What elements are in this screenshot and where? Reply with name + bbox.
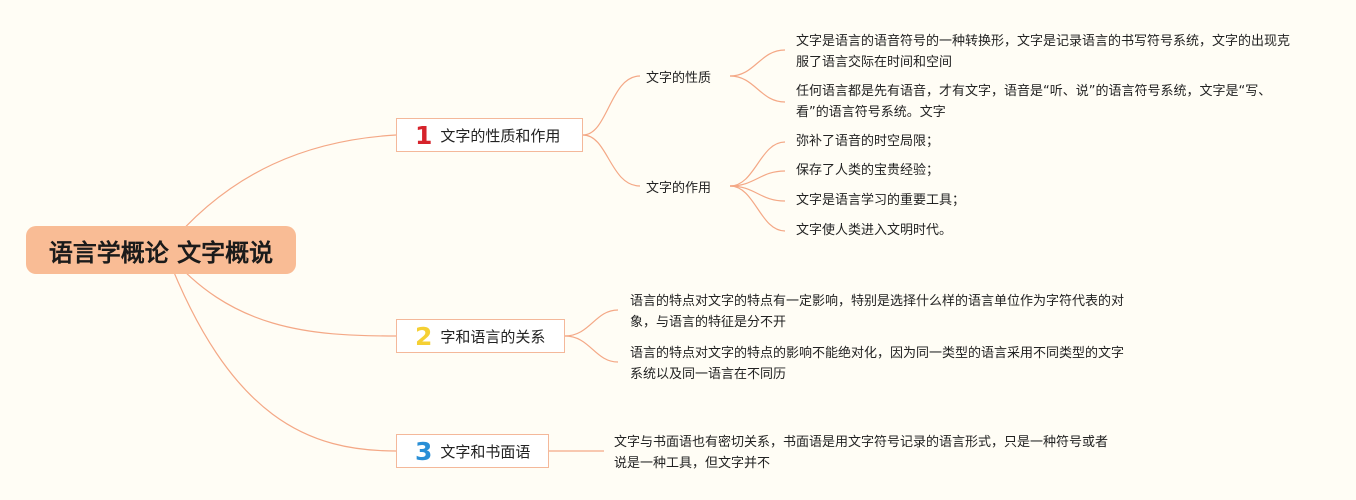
link-root-branch-1 — [164, 134, 397, 251]
subtopic-function-label: 文字的作用 — [646, 181, 712, 196]
leaf-nature-2-text: 任何语言都是先有语音，才有文字，语音是“听、说”的语言符号系统，文字是“写、看”… — [796, 84, 1272, 120]
leaf-relation-1-text: 语言的特点对文字的特点有一定影响，特别是选择什么样的语言单位作为字符代表的对象，… — [630, 294, 1125, 330]
link-branch-2-leaf-2 — [564, 335, 619, 363]
branch-1-topic[interactable]: 1 文字的性质和作用 — [396, 118, 583, 152]
root-title: 语言学概论 文字概说 — [48, 238, 274, 267]
subtopic-nature-label: 文字的性质 — [646, 71, 712, 86]
branch-3-topic[interactable]: 3 文字和书面语 — [396, 434, 549, 468]
branch-1-label: 文字的性质和作用 — [440, 126, 561, 145]
branch-2-number: 2 — [415, 321, 433, 351]
leaf-function-4-text: 文字使人类进入文明时代。 — [796, 223, 953, 238]
link-sub-2-leaf-3 — [729, 185, 786, 202]
leaf-function-1[interactable]: 弥补了语音的时空局限； — [796, 131, 1096, 152]
link-sub-2-leaf-4 — [729, 185, 786, 232]
link-branch-2-leaf-1 — [564, 309, 619, 337]
leaf-relation-2-text: 语言的特点对文字的特点的影响不能绝对化，因为同一类型的语言采用不同类型的文字系统… — [630, 346, 1125, 382]
link-sub-1-leaf-1 — [729, 49, 786, 77]
branch-2-label: 字和语言的关系 — [440, 327, 546, 346]
leaf-relation-1[interactable]: 语言的特点对文字的特点有一定影响，特别是选择什么样的语言单位作为字符代表的对象，… — [630, 291, 1135, 333]
link-sub-2-leaf-2 — [729, 170, 786, 187]
subtopic-function[interactable]: 文字的作用 — [646, 177, 711, 196]
branch-2-topic[interactable]: 2 字和语言的关系 — [396, 319, 565, 353]
link-root-branch-3 — [164, 249, 397, 452]
link-sub-1-leaf-2 — [729, 75, 786, 103]
link-sub-2-leaf-1 — [729, 141, 786, 187]
link-branch-1-sub-2 — [582, 134, 641, 187]
leaf-relation-2[interactable]: 语言的特点对文字的特点的影响不能绝对化，因为同一类型的语言采用不同类型的文字系统… — [630, 343, 1135, 385]
leaf-function-4[interactable]: 文字使人类进入文明时代。 — [796, 220, 1096, 241]
branch-3-label: 文字和书面语 — [440, 442, 531, 461]
branch-1-number: 1 — [415, 120, 433, 150]
leaf-function-3[interactable]: 文字是语言学习的重要工具； — [796, 190, 1096, 211]
subtopic-nature[interactable]: 文字的性质 — [646, 67, 711, 86]
leaf-function-1-text: 弥补了语音的时空局限； — [796, 134, 940, 149]
link-branch-1-sub-1 — [582, 75, 641, 136]
leaf-written-1-text: 文字与书面语也有密切关系，书面语是用文字符号记录的语言形式，只是一种符号或者说是… — [614, 435, 1109, 471]
branch-3-number: 3 — [415, 436, 433, 466]
leaf-nature-2[interactable]: 任何语言都是先有语音，才有文字，语音是“听、说”的语言符号系统，文字是“写、看”… — [796, 81, 1286, 123]
link-root-branch-2 — [164, 249, 397, 337]
leaf-nature-1[interactable]: 文字是语言的语音符号的一种转换形，文字是记录语言的书写符号系统，文字的出现克服了… — [796, 31, 1296, 73]
leaf-function-2[interactable]: 保存了人类的宝贵经验； — [796, 160, 1096, 181]
leaf-function-2-text: 保存了人类的宝贵经验； — [796, 163, 940, 178]
leaf-function-3-text: 文字是语言学习的重要工具； — [796, 193, 966, 208]
leaf-nature-1-text: 文字是语言的语音符号的一种转换形，文字是记录语言的书写符号系统，文字的出现克服了… — [796, 34, 1291, 70]
root-topic[interactable]: 语言学概论 文字概说 — [26, 226, 296, 274]
leaf-written-1[interactable]: 文字与书面语也有密切关系，书面语是用文字符号记录的语言形式，只是一种符号或者说是… — [614, 432, 1109, 474]
